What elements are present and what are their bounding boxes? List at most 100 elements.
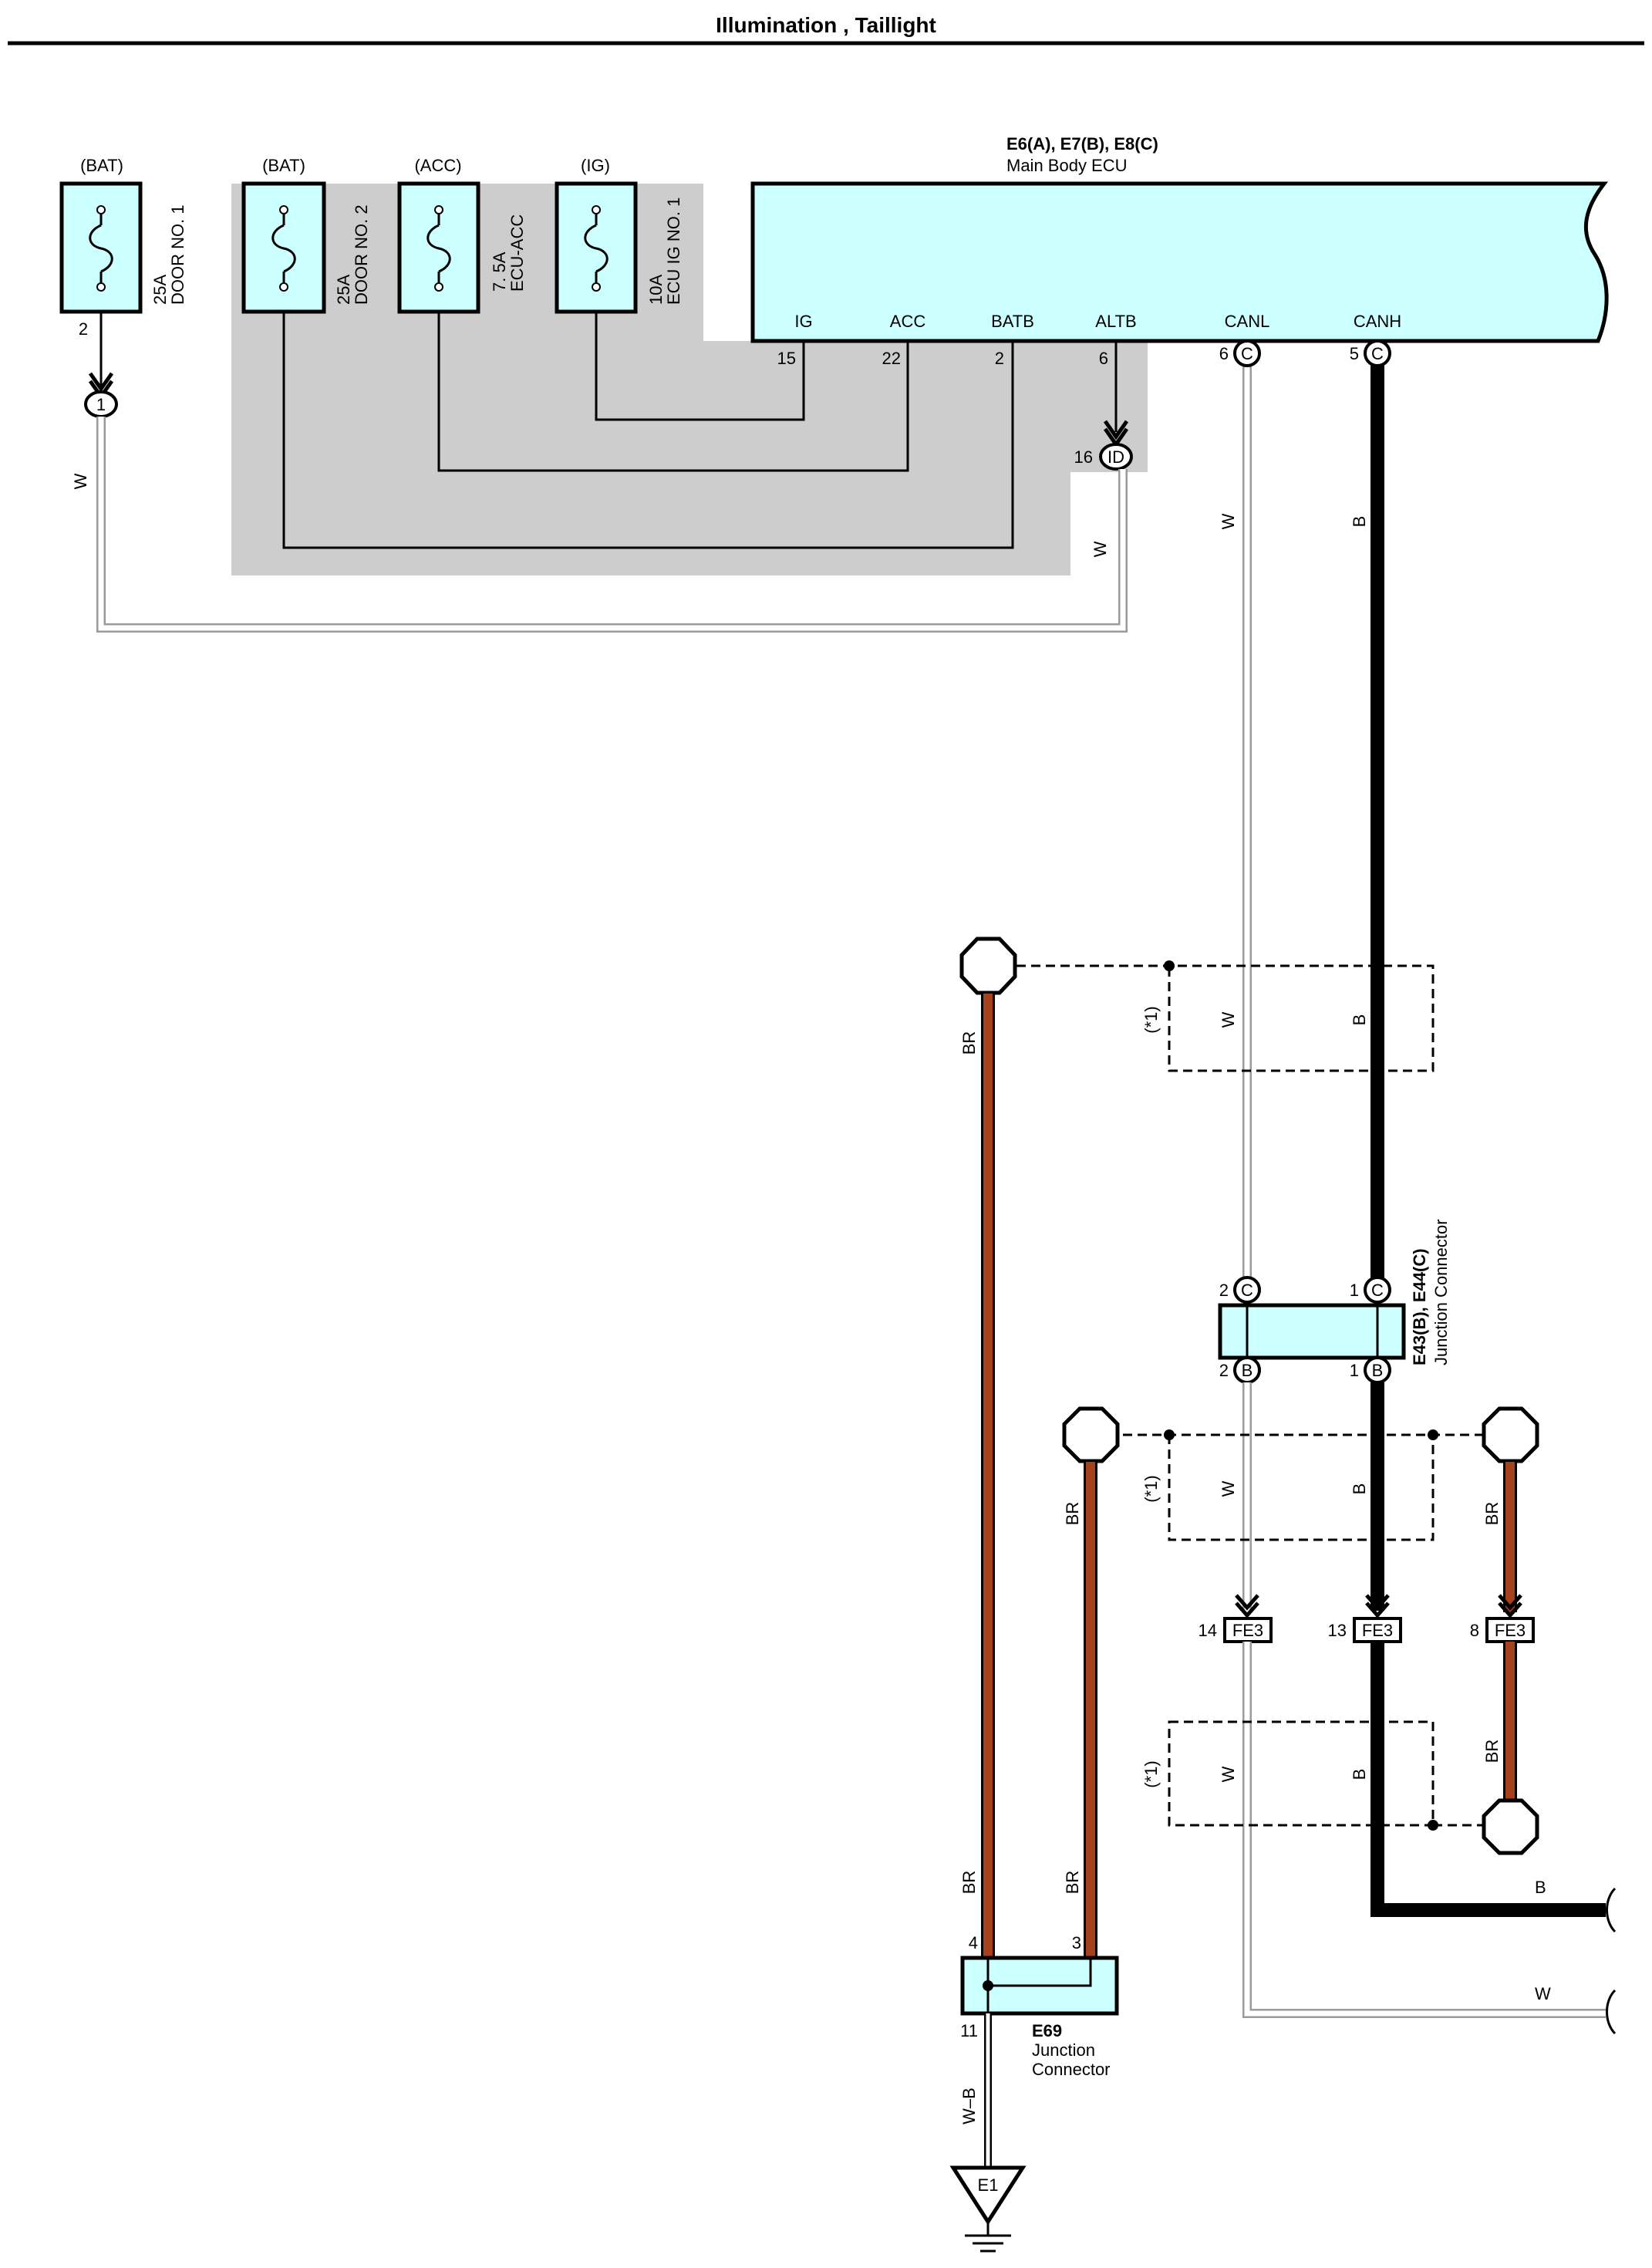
fuse-name: ECU-ACC bbox=[507, 214, 527, 292]
wire-label-b: B bbox=[1350, 1769, 1369, 1780]
wire-label-w: W bbox=[1219, 1011, 1238, 1028]
wire-label-br: BR bbox=[1482, 1502, 1502, 1526]
connector-fe3-14: FE3 14 bbox=[1199, 1594, 1273, 1643]
wire-label-br: BR bbox=[1482, 1740, 1502, 1763]
svg-text:14: 14 bbox=[1199, 1621, 1217, 1640]
fuse-source: (BAT) bbox=[262, 156, 305, 175]
shield-note: (*1) bbox=[1141, 1006, 1161, 1033]
ecu-pin-ig: 15 bbox=[777, 349, 796, 368]
wire-label-w: W bbox=[1535, 1984, 1551, 2003]
fuse-ecu-acc: (ACC) 7. 5A ECU-ACC bbox=[397, 156, 527, 314]
fuse-door-no1-pin: 2 bbox=[79, 319, 88, 339]
fuse-rating: 25A bbox=[150, 275, 170, 305]
fuse-rating: 10A bbox=[646, 275, 666, 305]
fuse-icon bbox=[426, 224, 451, 273]
shield-lower: (*1) W B bbox=[1141, 1720, 1499, 1831]
fuse-icon bbox=[584, 224, 609, 273]
connector-canh-c bbox=[1364, 339, 1391, 367]
wire-label-w: W bbox=[1219, 1480, 1238, 1497]
fuse-source: (ACC) bbox=[414, 156, 461, 175]
arrow-down-icon bbox=[1498, 1594, 1522, 1618]
connector-id-pin: 16 bbox=[1074, 447, 1093, 467]
connector-fuse-out-pin: 1 bbox=[96, 395, 106, 414]
svg-text:C: C bbox=[1371, 1281, 1384, 1300]
fuse-name: ECU IG NO. 1 bbox=[664, 197, 683, 305]
svg-text:B: B bbox=[1242, 1361, 1253, 1380]
svg-text:1: 1 bbox=[1350, 1361, 1359, 1380]
fuse-door-no2: (BAT) 25A DOOR NO. 2 bbox=[241, 156, 371, 314]
svg-text:2: 2 bbox=[1219, 1361, 1229, 1380]
wire-w-out bbox=[1242, 1642, 1606, 2018]
shield-note: (*1) bbox=[1141, 1760, 1161, 1787]
wire-label-w: W bbox=[1219, 1766, 1238, 1782]
ground-e1: E1 bbox=[949, 2165, 1027, 2253]
svg-text:FE3: FE3 bbox=[1495, 1621, 1526, 1640]
shield-junction-dot bbox=[1164, 1429, 1175, 1440]
junction-e43-name: Junction Connector bbox=[1431, 1219, 1451, 1365]
connector-canl-c-label: C bbox=[1241, 344, 1253, 363]
ecu-connectors: E6(A), E7(B), E8(C) bbox=[1006, 134, 1158, 154]
fuse-block-shading-low bbox=[702, 471, 1070, 575]
wire-label-b: B bbox=[1350, 1014, 1369, 1026]
svg-text:13: 13 bbox=[1328, 1621, 1347, 1640]
e69-name-1: Junction bbox=[1032, 2040, 1095, 2060]
shield-junction-dot bbox=[1164, 960, 1175, 971]
svg-text:2: 2 bbox=[1219, 1281, 1229, 1300]
fuse-rating: 25A bbox=[334, 275, 353, 305]
ground-label: E1 bbox=[978, 2175, 999, 2195]
wire-label-br: BR bbox=[959, 1871, 979, 1895]
svg-text:1: 1 bbox=[1350, 1281, 1359, 1300]
ecu-pin-canh: 5 bbox=[1350, 344, 1359, 363]
junction-e43-e44: C C 2 1 B B 2 1 E43(B), E44(C) Junction … bbox=[1218, 1219, 1451, 1384]
shield-ground-terminal bbox=[1062, 1406, 1120, 1463]
connector-fe3-13: FE3 13 bbox=[1328, 1594, 1402, 1643]
ecu-pin-acc: 22 bbox=[882, 349, 901, 368]
ground-icon bbox=[949, 2165, 1027, 2226]
connector-canh-c-label: C bbox=[1371, 344, 1384, 363]
wire-label-w: W bbox=[1219, 513, 1238, 529]
ecu-terminal-altb: ALTB bbox=[1095, 312, 1136, 331]
svg-text:8: 8 bbox=[1470, 1621, 1479, 1640]
ecu-terminal-batb: BATB bbox=[991, 312, 1034, 331]
e69-id: E69 bbox=[1032, 2021, 1062, 2040]
wire-label-b: B bbox=[1535, 1878, 1546, 1897]
wire-break-mark bbox=[1606, 1989, 1617, 2035]
ecu-name: Main Body ECU bbox=[1006, 156, 1128, 175]
fuse-ecu-ig-no1: (IG) 10A ECU IG NO. 1 bbox=[555, 156, 683, 314]
wire-ig bbox=[595, 312, 805, 421]
fuse-rating: 7. 5A bbox=[490, 251, 509, 292]
main-body-ecu: E6(A), E7(B), E8(C) Main Body ECU IG ACC… bbox=[750, 134, 1609, 368]
ecu-box bbox=[750, 181, 1609, 343]
e69-pin-4: 4 bbox=[969, 1933, 978, 1952]
wire-label-br: BR bbox=[1063, 1871, 1082, 1895]
page-title: Illumination , Taillight bbox=[716, 13, 936, 37]
fuse-source: (BAT) bbox=[80, 156, 123, 175]
shield-note: (*1) bbox=[1141, 1475, 1161, 1502]
connector-fe3-8: FE3 8 bbox=[1470, 1594, 1535, 1643]
ecu-terminal-canl: CANL bbox=[1225, 312, 1270, 331]
fuse-door-no1: (BAT) 25A DOOR NO. 1 bbox=[59, 156, 187, 314]
e69-name-2: Connector bbox=[1032, 2060, 1111, 2079]
junction-e69: 4 3 E69 Junction Connector 11 bbox=[960, 1933, 1119, 2079]
ecu-pin-canl: 6 bbox=[1219, 344, 1229, 363]
fuse-name: DOOR NO. 1 bbox=[168, 204, 187, 305]
wire-label-br: BR bbox=[959, 1031, 979, 1055]
wire-label-br: BR bbox=[1063, 1502, 1082, 1526]
e69-pin-11: 11 bbox=[960, 2021, 978, 2040]
shield-ground-terminal bbox=[1482, 1406, 1539, 1463]
fuse-icon bbox=[89, 224, 113, 273]
wire-label-wb: W–B bbox=[959, 2087, 979, 2125]
shield-ground-terminal bbox=[1482, 1798, 1539, 1855]
fuse-name: DOOR NO. 2 bbox=[352, 204, 371, 305]
svg-text:FE3: FE3 bbox=[1362, 1621, 1393, 1640]
wire-break-mark bbox=[1606, 1887, 1617, 1933]
shield-ground-terminal bbox=[959, 937, 1017, 995]
fuse-source: (IG) bbox=[581, 156, 610, 175]
ecu-terminal-acc: ACC bbox=[890, 312, 926, 331]
junction-e43-connectors: E43(B), E44(C) bbox=[1410, 1248, 1429, 1365]
svg-text:C: C bbox=[1241, 1281, 1253, 1300]
fuse-icon bbox=[271, 224, 296, 273]
connector-canl-c bbox=[1233, 339, 1261, 367]
shield-middle: (*1) W B bbox=[1123, 1429, 1485, 1541]
